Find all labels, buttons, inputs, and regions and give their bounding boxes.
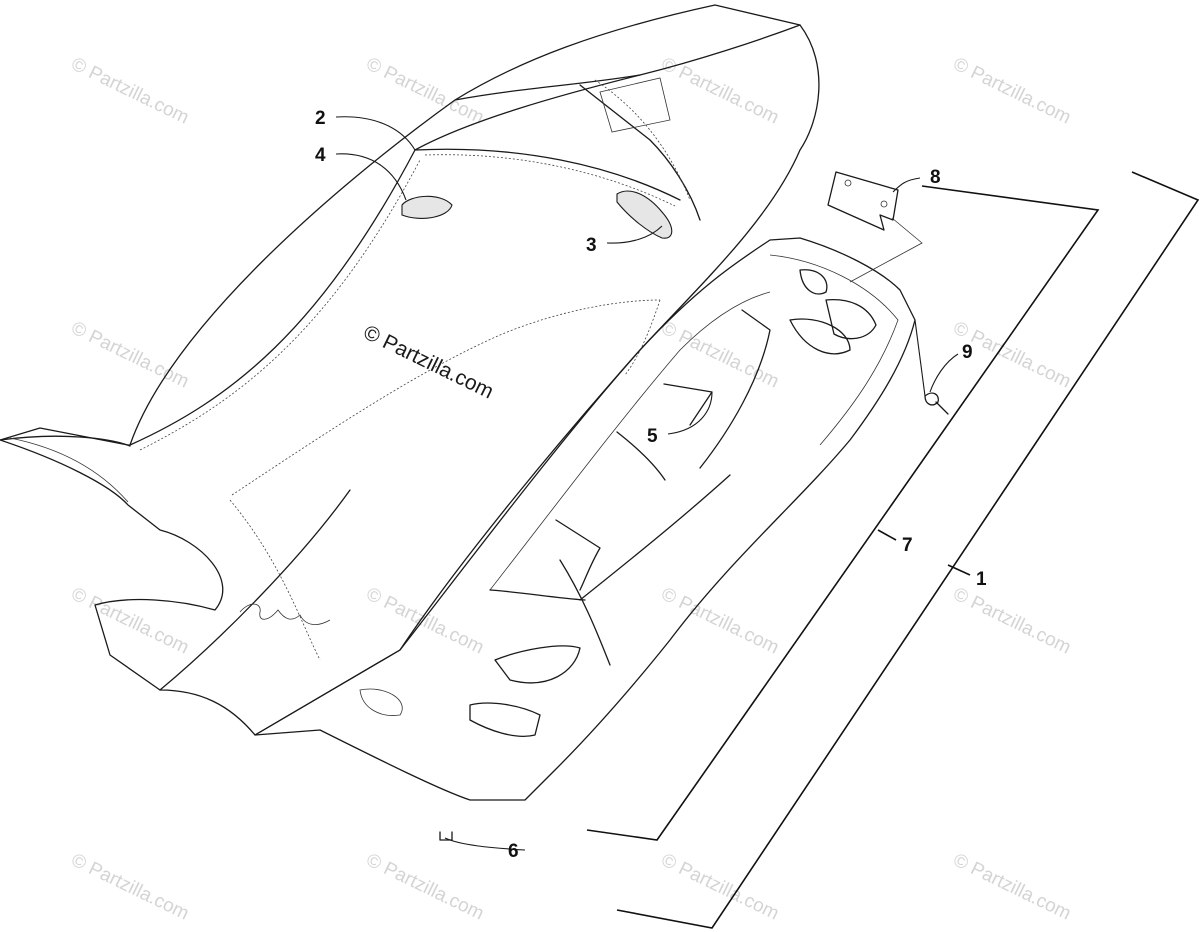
- group-brackets: [586, 171, 1200, 929]
- callout-8[interactable]: 8: [930, 167, 941, 188]
- foam-patch-4: [401, 195, 453, 219]
- bracket-part-1: [616, 171, 1200, 929]
- callout-5[interactable]: 5: [647, 426, 658, 447]
- watermark: © Partzilla.com: [950, 850, 1074, 925]
- watermark: © Partzilla.com: [950, 584, 1074, 659]
- watermark: © Partzilla.com: [68, 850, 192, 925]
- callout-6[interactable]: 6: [508, 841, 519, 862]
- watermark: © Partzilla.com: [363, 54, 487, 129]
- callout-2[interactable]: 2: [315, 108, 326, 129]
- watermark-layer: © Partzilla.com © Partzilla.com © Partzi…: [68, 54, 1074, 925]
- watermark: © Partzilla.com: [363, 584, 487, 659]
- fastener-drawing: [924, 392, 949, 415]
- watermark: © Partzilla.com: [658, 850, 782, 925]
- watermark: © Partzilla.com: [363, 850, 487, 925]
- clip-drawing: [439, 831, 453, 841]
- seat-base-drawing: [254, 237, 916, 801]
- watermark: © Partzilla.com: [68, 54, 192, 129]
- bracket-part-7: [586, 185, 1100, 841]
- callout-3[interactable]: 3: [586, 235, 597, 256]
- watermark: © Partzilla.com: [950, 54, 1074, 129]
- callout-4[interactable]: 4: [315, 145, 326, 166]
- callout-9[interactable]: 9: [962, 342, 973, 363]
- callout-7[interactable]: 7: [902, 535, 913, 556]
- watermark: © Partzilla.com: [658, 584, 782, 659]
- bracket-drawing: [827, 171, 923, 283]
- leader-lines: [335, 116, 959, 851]
- foam-patch-3: [616, 190, 673, 239]
- seat-cover-drawing: [0, 4, 820, 736]
- watermark: © Partzilla.com: [68, 318, 192, 393]
- watermark: © Partzilla.com: [68, 584, 192, 659]
- watermark-main: © Partzilla.com: [360, 321, 497, 404]
- callouts: 1 2 3 4 5 6 7 8 9: [315, 108, 987, 862]
- callout-1[interactable]: 1: [976, 569, 987, 590]
